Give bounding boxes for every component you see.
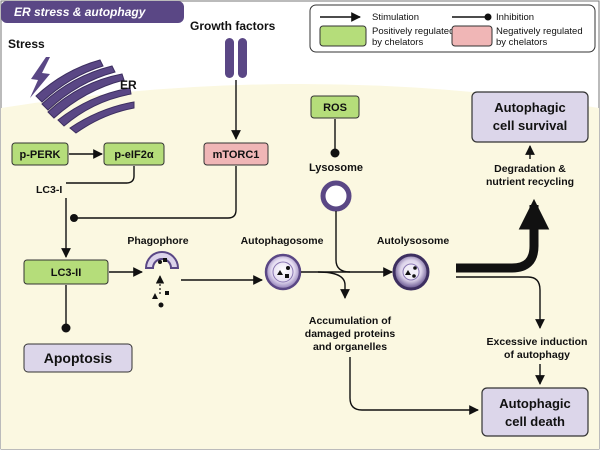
apoptosis-box: [23, 343, 133, 373]
excessive-line1: Excessive induction: [487, 336, 588, 348]
pperk-label: p-PERK: [20, 149, 61, 161]
inhibition-mtorc1-line: [76, 166, 237, 219]
legend-inhibition-label: Inhibition: [496, 12, 534, 23]
legend: Stimulation Inhibition Positively regula…: [309, 4, 596, 53]
autophagosome-cargo-dot1: [286, 266, 290, 270]
mtorc1-label: mTORC1: [213, 149, 260, 161]
autolysosome-cargo-dot2: [412, 274, 416, 278]
mtorc1-box: [203, 142, 269, 166]
title-bar: [1, 1, 184, 23]
phagophore-icon: [144, 251, 180, 269]
survival-line1: Autophagic: [494, 100, 566, 115]
phagophore-label: Phagophore: [127, 235, 188, 247]
stress-label: Stress: [8, 37, 45, 51]
lc3ii-box: [23, 259, 109, 285]
legend-positive-swatch: [319, 25, 367, 47]
growth-factors-label: Growth factors: [190, 19, 276, 33]
inhibition-mtorc1-dot: [70, 214, 78, 222]
autolysosome-cargo-dot: [413, 266, 417, 270]
connector-lysosome-to-autolysosome: [335, 211, 351, 273]
autophagosome-cargo-square: [285, 274, 289, 278]
autophagosome-cargo-triangle: [277, 270, 283, 275]
accumulation-line1: Accumulation of: [309, 315, 392, 327]
legend-inhibition-dot: [484, 13, 492, 21]
arrow-to-excessive-induction: [456, 276, 545, 329]
accumulation-line2: damaged proteins: [305, 328, 396, 340]
pperk-box: [11, 142, 69, 166]
receptor-icon-left: [225, 38, 234, 78]
apoptosis-label: Apoptosis: [44, 350, 113, 366]
autolysosome-label: Autolysosome: [377, 235, 450, 247]
degradation-line2: nutrient recycling: [486, 176, 574, 188]
ros-box: [310, 95, 360, 119]
legend-stimulation-label: Stimulation: [372, 12, 419, 23]
accumulation-line3: and organelles: [313, 341, 387, 353]
legend-positive-line2: by chelators: [372, 37, 423, 48]
lightning-icon: [30, 57, 50, 98]
autolysosome-cargo-triangle: [405, 270, 411, 275]
legend-negative-swatch: [451, 25, 493, 47]
death-line1: Autophagic: [499, 396, 571, 411]
cargo-circle-icon: [158, 302, 164, 308]
cargo-square-icon: [165, 291, 169, 295]
arrow-to-accumulation: [317, 271, 350, 299]
ros-label: ROS: [323, 102, 347, 114]
er-label: ER: [120, 78, 137, 92]
lysosome-label: Lysosome: [309, 162, 363, 174]
death-line2: cell death: [505, 414, 565, 429]
peif2a-box: [103, 142, 165, 166]
autophagosome-icon: [264, 253, 302, 291]
cargo-triangle-icon: [152, 293, 158, 299]
survival-line2: cell survival: [493, 118, 567, 133]
phagophore-cargo-dot: [158, 260, 162, 264]
inhibition-ros-dot: [330, 148, 340, 158]
excessive-line2: of autophagy: [504, 349, 570, 361]
thick-arrow-to-survival: [456, 198, 550, 273]
phagophore-cargo-square: [163, 258, 167, 262]
degradation-line1: Degradation &: [494, 163, 566, 175]
autolysosome-core: [402, 263, 420, 281]
arrow-accumulation-to-death: [349, 357, 479, 415]
autophagic-survival-box: [471, 91, 589, 143]
autophagic-death-box: [481, 387, 589, 437]
receptor-icon-right: [238, 38, 247, 78]
er-icon: [35, 59, 135, 134]
legend-positive-line1: Positively regulated: [372, 26, 454, 37]
inhibition-lc3ii-dot: [61, 323, 71, 333]
connector-peif2a: [66, 166, 135, 184]
diagram-title: ER stress & autophagy: [14, 5, 147, 19]
peif2a-label: p-eIF2α: [114, 149, 153, 161]
lc3ii-label: LC3-II: [51, 267, 82, 279]
lc3i-label: LC3-I: [36, 184, 62, 196]
lysosome-icon: [320, 180, 352, 212]
legend-negative-line1: Negatively regulated: [496, 26, 583, 37]
autophagosome-label: Autophagosome: [241, 235, 324, 247]
legend-negative-line2: by chelators: [496, 37, 547, 48]
autophagosome-inner-membrane: [272, 261, 294, 283]
